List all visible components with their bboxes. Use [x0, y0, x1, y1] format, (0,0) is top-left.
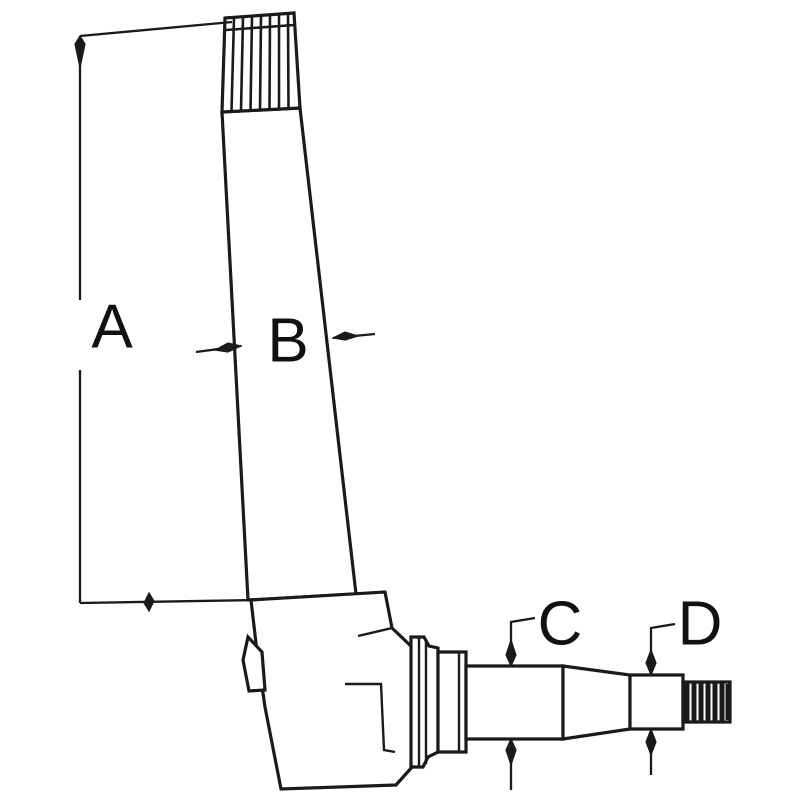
dimension-label-a: A [91, 292, 133, 361]
dimension-a: A [74, 20, 259, 613]
seal-collar [436, 650, 468, 754]
knuckle-inner-rib [345, 682, 396, 754]
dimension-c-arrow-top [505, 638, 517, 668]
thread-hatching [684, 683, 731, 721]
spline-top-band [225, 23, 295, 32]
dimension-a-arrow-top [74, 34, 86, 69]
knuckle-body [249, 590, 415, 791]
outer-bearing-journal [628, 673, 685, 731]
dimension-d: D [645, 589, 723, 775]
knuckle-lug [241, 633, 267, 693]
knuckle-taper-detail [357, 626, 393, 638]
dimension-label-c: C [538, 589, 583, 658]
dimension-label-d: D [678, 589, 723, 658]
dimension-d-arrow-top [645, 648, 657, 677]
dimension-b: B [195, 306, 376, 375]
dimension-b-arrow-right [331, 331, 361, 341]
dimension-a-leader-top [79, 20, 233, 38]
inner-bearing-journal [464, 664, 565, 741]
spline-grooves [230, 13, 290, 112]
bearing-flange [409, 635, 440, 769]
tapered-section [561, 664, 632, 741]
spindle-part-outline [220, 11, 732, 791]
dimension-d-arrow-bottom [645, 727, 657, 757]
dimension-a-leader-bottom [79, 598, 259, 605]
dimension-c: C [505, 589, 583, 790]
dimension-c-arrow-bottom [505, 737, 517, 767]
dimension-label-b: B [267, 306, 308, 375]
dimension-a-arrow-bottom [143, 591, 155, 613]
dimension-b-arrow-left [213, 342, 243, 353]
